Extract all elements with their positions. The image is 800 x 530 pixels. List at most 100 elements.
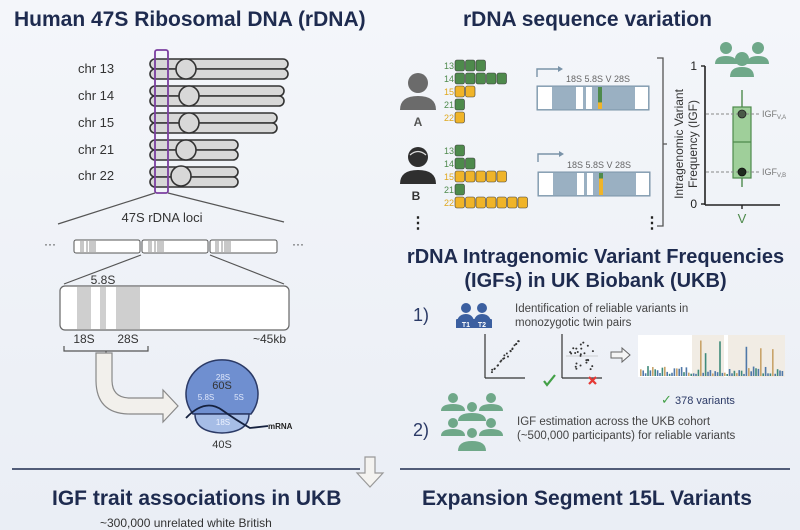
scatter-dot bbox=[585, 359, 588, 362]
scatter-dot bbox=[580, 347, 583, 350]
label-40s: 40S bbox=[212, 439, 232, 451]
discordant-scatter-icon bbox=[561, 334, 602, 385]
cross-icon bbox=[588, 376, 597, 385]
bottom-divider bbox=[12, 456, 790, 488]
rdna-copy-green bbox=[454, 183, 465, 196]
scatter-dot bbox=[511, 348, 514, 351]
rdna-copy-yellow bbox=[454, 85, 465, 98]
chr-number-label: 22 bbox=[444, 198, 454, 208]
variant-bar bbox=[690, 373, 692, 376]
variant-bar bbox=[767, 373, 769, 376]
rdna-copy-green bbox=[486, 72, 497, 85]
step-2-text-line-2: (~500,000 participants) for reliable var… bbox=[517, 430, 736, 442]
rdna-copy-yellow bbox=[517, 196, 528, 209]
rdna-copy-green bbox=[454, 144, 465, 157]
variant-bar bbox=[692, 373, 695, 376]
scatter-dot bbox=[583, 352, 586, 355]
variant-bar bbox=[654, 369, 656, 376]
chr-label: chr 14 bbox=[78, 88, 115, 103]
y-tick-1: 1 bbox=[690, 59, 697, 73]
variant-bar bbox=[664, 366, 666, 376]
plot-ylabel-1: Intragenomic Variant bbox=[672, 88, 686, 199]
variant-bar bbox=[661, 367, 664, 376]
igf-point-a bbox=[737, 109, 747, 119]
variant-bar bbox=[750, 371, 752, 376]
variant-bar bbox=[755, 368, 757, 376]
step-1-text-line-2: monozygotic twin pairs bbox=[515, 317, 632, 329]
label-18s: 18S bbox=[73, 332, 94, 346]
variant-bar bbox=[743, 373, 745, 376]
scatter-dot bbox=[575, 367, 578, 370]
gene-model-b: 18S 5.8S V 28S bbox=[537, 151, 651, 197]
scatter-dot bbox=[575, 347, 578, 350]
variant-bar bbox=[683, 372, 685, 376]
rdna-copy-green bbox=[465, 59, 476, 72]
step-1-number: 1) bbox=[413, 305, 430, 325]
scatter-dot bbox=[570, 352, 573, 355]
gene-model-a: 18S 5.8S V 28S bbox=[536, 66, 650, 111]
person-a-icon bbox=[400, 73, 436, 110]
chr-label: chr 22 bbox=[78, 168, 115, 183]
variant-bar bbox=[700, 340, 702, 376]
variant-bar bbox=[685, 367, 688, 376]
chr-label: chr 13 bbox=[78, 61, 115, 76]
scatter-dot bbox=[517, 340, 520, 343]
scatter-dot bbox=[586, 344, 589, 347]
ellipsis-right: ··· bbox=[292, 237, 304, 251]
variant-bar bbox=[745, 346, 748, 376]
step-1-text: Identification of reliable variants in m… bbox=[515, 302, 688, 330]
scatter-dot bbox=[490, 371, 493, 374]
variant-bar bbox=[728, 369, 731, 376]
variant-bar bbox=[772, 349, 774, 376]
chr-label: chr 21 bbox=[78, 142, 115, 157]
scatter-dot bbox=[513, 344, 516, 347]
label-45kb: ~45kb bbox=[253, 332, 286, 346]
chr-number-label: 13 bbox=[444, 146, 454, 156]
rdna-copy-yellow bbox=[496, 170, 507, 183]
rdna-copy-green bbox=[454, 59, 465, 72]
chr-number-label: 14 bbox=[444, 159, 454, 169]
igf-a-label: IGF bbox=[762, 109, 778, 119]
rdna-panel-title: Human 47S Ribosomal DNA (rDNA) bbox=[14, 8, 366, 31]
variant-bar bbox=[709, 370, 712, 376]
scatter-dot bbox=[515, 342, 518, 345]
scatter-dot bbox=[582, 341, 585, 344]
variant-bar bbox=[762, 373, 764, 376]
chromosome-21 bbox=[149, 139, 239, 161]
variant-bar bbox=[649, 370, 652, 376]
rdna-copy-green bbox=[465, 157, 476, 170]
y-tick-0: 0 bbox=[690, 197, 697, 211]
scatter-dot bbox=[575, 362, 578, 365]
chr-number-label: 15 bbox=[444, 87, 454, 97]
variant-bar bbox=[726, 373, 728, 376]
svg-text:IGFV,B: IGFV,B bbox=[762, 167, 786, 179]
chr-number-label: 22 bbox=[444, 113, 454, 123]
variant-bar bbox=[688, 372, 690, 376]
rdna-copy-green bbox=[454, 72, 465, 85]
variant-bar bbox=[752, 366, 755, 376]
variant-bar bbox=[707, 371, 709, 376]
variant-bar bbox=[776, 369, 779, 376]
variant-bar bbox=[721, 372, 724, 376]
twin-concordance-figure bbox=[484, 334, 785, 387]
scatter-dot bbox=[586, 358, 589, 361]
step-1-text-line-1: Identification of reliable variants in bbox=[515, 303, 689, 315]
label-5-8s: 5.8S bbox=[91, 273, 116, 287]
variant-bar bbox=[666, 371, 668, 376]
variant-bar bbox=[731, 373, 733, 376]
rdna-copy-green bbox=[475, 59, 486, 72]
rdna-copy-yellow bbox=[475, 170, 486, 183]
label-r18s: 18S bbox=[216, 418, 230, 427]
variant-bar bbox=[764, 366, 767, 376]
igf-b-label: IGF bbox=[762, 167, 778, 177]
population-icon bbox=[715, 42, 769, 77]
chromosome-13 bbox=[149, 58, 289, 80]
rdna-copy-yellow bbox=[465, 85, 476, 98]
variation-panel-title: rDNA sequence variation bbox=[463, 8, 712, 31]
person-b-icon bbox=[400, 147, 436, 184]
scatter-dot bbox=[500, 359, 503, 362]
variant-bar bbox=[716, 372, 719, 376]
loci-label: 47S rDNA loci bbox=[122, 210, 203, 225]
variant-bar bbox=[748, 368, 750, 376]
